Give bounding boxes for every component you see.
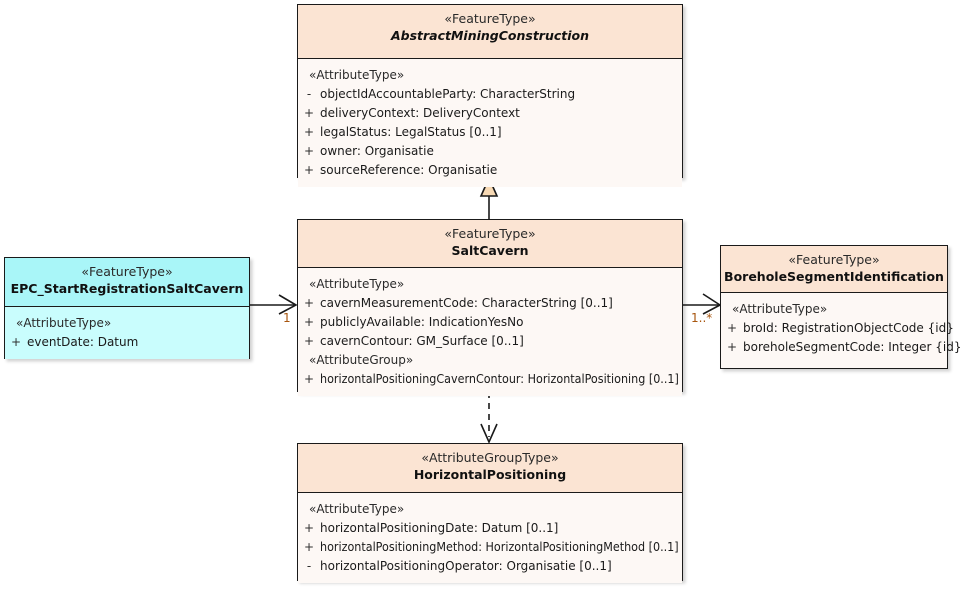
attribute-visibility: + [303,315,315,329]
attribute-visibility: + [726,321,738,335]
class-name: EPC_StartRegistrationSaltCavern [10,281,244,296]
attribute-row: + owner: Organisatie [298,142,682,161]
attribute-row: + deliveryContext: DeliveryContext [298,104,682,123]
class-body-boreholesegmentidentification: «AttributeType» + broId: RegistrationObj… [721,293,962,364]
dependency-open-arrowhead [480,423,498,444]
class-box-saltcavern[interactable]: «FeatureType» SaltCavern «AttributeType»… [297,219,683,396]
compartment-label-attributetype: «AttributeType» [16,316,112,330]
attribute-visibility: + [303,296,315,310]
compartment-label-attributegroup: «AttributeGroup» [309,353,414,367]
attribute-row: + publiclyAvailable: IndicationYesNo [298,313,682,332]
class-header-horizontalpositioning: «AttributeGroupType» HorizontalPositioni… [298,444,682,493]
attribute-visibility: + [303,334,315,348]
attribute-visibility: + [303,106,315,120]
class-body-saltcavern: «AttributeType» + cavernMeasurementCode:… [298,268,682,396]
attribute-row: + cavernMeasurementCode: CharacterString… [298,294,682,313]
attribute-row: + horizontalPositioningMethod: Horizonta… [298,538,682,557]
attribute-row: + sourceReference: Organisatie [298,161,682,180]
attribute-visibility: + [303,372,315,386]
class-box-boreholesegmentidentification[interactable]: «FeatureType» BoreholeSegmentIdentificat… [720,245,962,369]
class-header-abstractminingconstruction: «FeatureType» AbstractMiningConstruction [298,5,682,59]
compartment-label-attributetype: «AttributeType» [732,302,828,316]
compartment-label-attributetype: «AttributeType» [309,68,405,82]
attribute-visibility: + [303,540,315,554]
attribute-text: cavernContour: GM_Surface [0..1] [320,334,524,348]
class-stereotype: «FeatureType» [788,252,880,267]
multiplicity-label-boreholesegment-end: 1..* [691,311,713,325]
class-header-epc-startregistrationsaltcavern: «FeatureType» EPC_StartRegistrationSaltC… [5,258,249,307]
class-stereotype: «FeatureType» [444,11,536,26]
attribute-text: eventDate: Datum [27,335,139,349]
attribute-visibility: - [306,559,312,573]
class-box-epc-startregistrationsaltcavern[interactable]: «FeatureType» EPC_StartRegistrationSaltC… [4,257,250,359]
attribute-row: - horizontalPositioningOperator: Organis… [298,557,682,576]
attribute-row: + boreholeSegmentCode: Integer {id} [721,338,962,357]
attribute-text: broId: RegistrationObjectCode {id} [743,321,954,335]
class-name: HorizontalPositioning [413,467,567,482]
attribute-visibility: + [303,163,315,177]
attribute-text: owner: Organisatie [320,144,434,158]
class-name: SaltCavern [451,243,529,258]
class-header-boreholesegmentidentification: «FeatureType» BoreholeSegmentIdentificat… [721,246,947,293]
attribute-visibility: + [303,144,315,158]
class-name: BoreholeSegmentIdentification [724,269,944,284]
attribute-text: horizontalPositioningMethod: HorizontalP… [320,540,679,554]
multiplicity-label-saltcavern-end: 1 [283,311,291,325]
attribute-text: cavernMeasurementCode: CharacterString [… [320,296,613,310]
attribute-row: + cavernContour: GM_Surface [0..1] [298,332,682,351]
class-body-horizontalpositioning: «AttributeType» + horizontalPositioningD… [298,493,682,583]
attribute-visibility: + [10,335,22,349]
attribute-row: + broId: RegistrationObjectCode {id} [721,319,954,338]
attribute-text: objectIdAccountableParty: CharacterStrin… [320,87,576,101]
class-stereotype: «AttributeGroupType» [421,450,559,465]
class-header-saltcavern: «FeatureType» SaltCavern [298,220,682,268]
attribute-row: + horizontalPositioningCavernContour: Ho… [298,370,682,389]
attribute-row: + eventDate: Datum [5,333,249,352]
attribute-text: horizontalPositioningDate: Datum [0..1] [320,521,559,535]
class-body-epc-startregistrationsaltcavern: «AttributeType» + eventDate: Datum [5,307,249,359]
attribute-text: deliveryContext: DeliveryContext [320,106,520,120]
class-stereotype: «FeatureType» [444,226,536,241]
connector-dependency-saltcavern-to-horizontalpositioning[interactable] [480,392,498,444]
class-stereotype: «FeatureType» [81,264,173,279]
attribute-visibility: + [303,125,315,139]
class-box-horizontalpositioning[interactable]: «AttributeGroupType» HorizontalPositioni… [297,443,683,583]
attribute-visibility: + [303,521,315,535]
attribute-visibility: + [726,340,738,354]
attribute-text: legalStatus: LegalStatus [0..1] [320,125,502,139]
compartment-label-attributetype: «AttributeType» [309,502,405,516]
attribute-visibility: - [306,87,312,101]
class-body-abstractminingconstruction: «AttributeType» - objectIdAccountablePar… [298,59,682,187]
attribute-row: + horizontalPositioningDate: Datum [0..1… [298,519,682,538]
attribute-text: horizontalPositioningOperator: Organisat… [320,559,612,573]
attribute-text: boreholeSegmentCode: Integer {id} [743,340,962,354]
attribute-row: + legalStatus: LegalStatus [0..1] [298,123,682,142]
attribute-text: publiclyAvailable: IndicationYesNo [320,315,524,329]
compartment-label-attributetype: «AttributeType» [309,277,405,291]
class-name: AbstractMiningConstruction [390,28,590,43]
class-box-abstractminingconstruction[interactable]: «FeatureType» AbstractMiningConstruction… [297,4,683,187]
attribute-text: sourceReference: Organisatie [320,163,498,177]
attribute-text: horizontalPositioningCavernContour: Hori… [320,372,679,386]
attribute-row: - objectIdAccountableParty: CharacterStr… [298,85,682,104]
